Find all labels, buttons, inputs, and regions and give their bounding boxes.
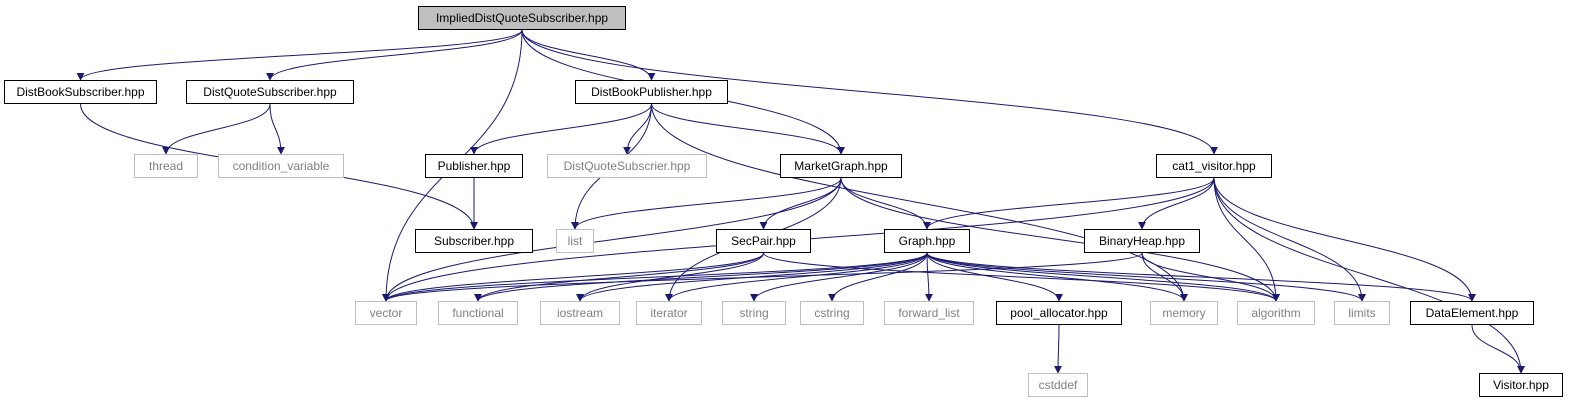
- edge-ImpliedDistQuoteSubscriber-to-DistBookPublisher: [521, 29, 656, 81]
- edge-cat1_visitor-to-DataElement: [1213, 177, 1476, 302]
- edge-DataElement-to-Visitor: [1471, 324, 1525, 374]
- node-implied-dist-quote-subscriber: ImpliedDistQuoteSubscriber.hpp: [418, 6, 626, 30]
- node-functional: functional: [438, 301, 518, 325]
- node-publisher[interactable]: Publisher.hpp: [425, 154, 523, 178]
- edge-Graph-to-memory: [926, 252, 1188, 302]
- edge-SecPair-to-algorithm: [763, 252, 1280, 302]
- node-dist-quote-subscriber[interactable]: DistQuoteSubscriber.hpp: [186, 80, 354, 104]
- edge-Graph-to-pool_allocator: [926, 252, 1063, 302]
- node-dist-quote-subscrier: DistQuoteSubscrier.hpp: [547, 154, 707, 178]
- node-condition-variable: condition_variable: [218, 154, 344, 178]
- edge-pool_allocator-to-cstddef: [1054, 324, 1063, 374]
- node-pool-allocator[interactable]: pool_allocator.hpp: [996, 301, 1122, 325]
- node-subscriber[interactable]: Subscriber.hpp: [415, 229, 533, 253]
- node-dist-book-subscriber[interactable]: DistBookSubscriber.hpp: [4, 80, 157, 104]
- node-binary-heap[interactable]: BinaryHeap.hpp: [1084, 229, 1200, 253]
- edge-Graph-to-string: [750, 252, 928, 302]
- node-list: list: [556, 229, 594, 253]
- node-iostream: iostream: [540, 301, 620, 325]
- edge-cat1_visitor-to-limits: [1213, 177, 1366, 302]
- node-memory: memory: [1150, 301, 1218, 325]
- edge-MarketGraph-to-list: [571, 177, 842, 230]
- edge-Graph-to-algorithm: [926, 252, 1280, 302]
- edge-BinaryHeap-to-algorithm: [1141, 252, 1280, 302]
- edge-SecPair-to-vector: [382, 252, 764, 302]
- edge-Graph-to-limits: [926, 252, 1366, 302]
- edge-Graph-to-iterator: [665, 252, 928, 302]
- node-string: string: [722, 301, 786, 325]
- node-cat1-visitor[interactable]: cat1_visitor.hpp: [1156, 154, 1272, 178]
- edge-MarketGraph-to-algorithm: [840, 177, 1280, 302]
- edge-BinaryHeap-to-vector: [382, 252, 1143, 302]
- node-forward-list: forward_list: [884, 301, 974, 325]
- edge-DistQuoteSubscriber-to-condition_variable: [269, 103, 285, 155]
- node-cstring: cstring: [800, 301, 864, 325]
- edge-DistQuoteSubscriber-to-thread: [162, 103, 271, 155]
- edge-Graph-to-DataElement: [926, 252, 1476, 302]
- node-graph[interactable]: Graph.hpp: [884, 229, 970, 253]
- edge-cat1_visitor-to-Visitor: [1213, 177, 1525, 374]
- node-market-graph[interactable]: MarketGraph.hpp: [780, 154, 902, 178]
- edge-cat1_visitor-to-BinaryHeap: [1138, 177, 1215, 230]
- edge-DistBookPublisher-to-MarketGraph: [651, 103, 845, 155]
- edge-Graph-to-functional: [474, 252, 928, 302]
- node-visitor[interactable]: Visitor.hpp: [1479, 373, 1563, 397]
- edge-cat1_visitor-to-algorithm: [1213, 177, 1280, 302]
- node-data-element[interactable]: DataElement.hpp: [1410, 301, 1534, 325]
- node-limits: limits: [1334, 301, 1390, 325]
- edge-MarketGraph-to-Graph: [840, 177, 931, 230]
- edge-Graph-to-cstring: [828, 252, 928, 302]
- edge-BinaryHeap-to-memory: [1141, 252, 1188, 302]
- node-thread: thread: [134, 154, 198, 178]
- edge-ImpliedDistQuoteSubscriber-to-DistBookSubscriber: [76, 29, 523, 81]
- node-dist-book-publisher[interactable]: DistBookPublisher.hpp: [575, 80, 728, 104]
- edge-SecPair-to-functional: [474, 252, 764, 302]
- edge-Graph-to-forward_list: [924, 252, 933, 302]
- edge-ImpliedDistQuoteSubscriber-to-cat1_visitor: [521, 29, 1218, 155]
- node-sec-pair[interactable]: SecPair.hpp: [716, 229, 811, 253]
- edge-ImpliedDistQuoteSubscriber-to-DistQuoteSubscriber: [266, 29, 523, 81]
- edge-MarketGraph-to-vector: [382, 177, 842, 302]
- edge-SecPair-to-iostream: [576, 252, 764, 302]
- edge-Graph-to-vector: [382, 252, 928, 302]
- node-vector: vector: [355, 301, 417, 325]
- node-algorithm: algorithm: [1237, 301, 1315, 325]
- edge-DistBookPublisher-to-Publisher: [470, 103, 652, 155]
- edge-cat1_visitor-to-Graph: [923, 177, 1215, 230]
- node-cstddef: cstddef: [1028, 373, 1088, 397]
- node-iterator: iterator: [636, 301, 702, 325]
- edge-DistBookPublisher-to-DistQuoteSubscrier: [623, 103, 652, 155]
